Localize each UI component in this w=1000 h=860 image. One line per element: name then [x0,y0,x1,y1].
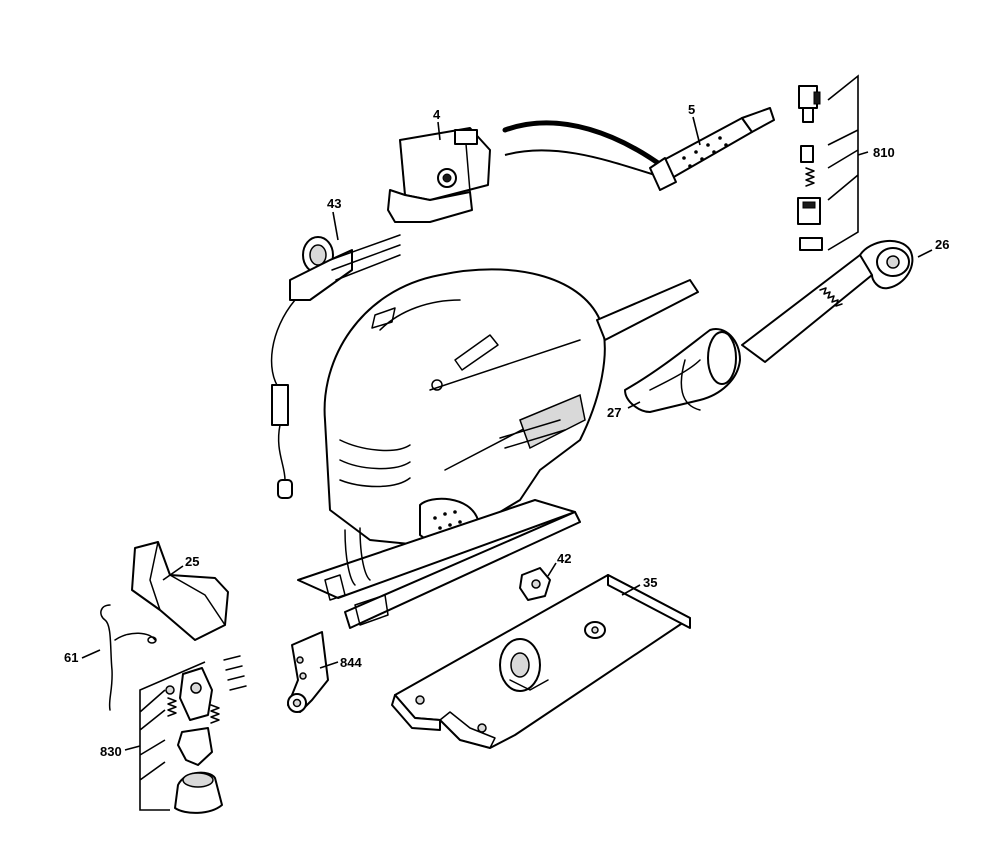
switch-part-4 [387,121,491,223]
callout-42: 42 [557,551,571,566]
lever-part-844 [287,631,339,713]
power-cord-part-5 [502,107,775,191]
dust-cover-part-25 [131,541,229,641]
electronic-module-part-43 [270,211,401,499]
callout-35: 35 [643,575,657,590]
pendulum-kit-part-830 [124,655,247,814]
brush-set-part-810 [797,74,869,251]
callout-25: 25 [185,554,199,569]
callout-5: 5 [688,102,695,117]
callout-27: 27 [607,405,621,420]
callout-810: 810 [873,145,895,160]
callout-26: 26 [935,237,949,252]
callout-4: 4 [433,107,441,122]
callout-830: 830 [100,744,122,759]
chip-guard-part-27 [624,328,741,413]
base-plate-part-35 [391,574,691,749]
callout-844: 844 [340,655,362,670]
saw-blade-part-26 [741,239,933,363]
callout-61: 61 [64,650,78,665]
wire-clip-part-61 [81,604,157,711]
jigsaw-body [297,268,699,629]
clamp-part-42 [519,562,557,601]
callout-43: 43 [327,196,341,211]
